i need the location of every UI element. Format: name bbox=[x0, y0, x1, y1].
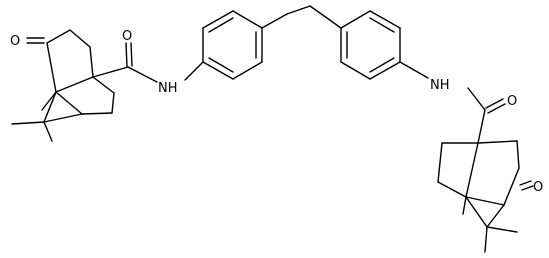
bond bbox=[465, 142, 479, 198]
methylene-bridge bbox=[261, 5, 342, 29]
bond bbox=[43, 113, 83, 123]
oxygen-label: O bbox=[10, 34, 20, 49]
bond bbox=[46, 42, 57, 93]
oxygen-label: O bbox=[507, 94, 517, 109]
bond bbox=[309, 5, 342, 29]
bond bbox=[369, 10, 401, 29]
bond bbox=[111, 92, 115, 114]
bond bbox=[485, 98, 504, 109]
bond bbox=[437, 181, 467, 198]
bond bbox=[437, 142, 443, 183]
bond bbox=[369, 57, 395, 73]
bond bbox=[55, 91, 83, 115]
bond bbox=[486, 204, 505, 228]
bond bbox=[399, 61, 429, 79]
bond bbox=[369, 17, 395, 33]
bond bbox=[516, 140, 520, 169]
right-amide-group: NH O bbox=[430, 78, 517, 144]
bond bbox=[184, 61, 204, 81]
bond bbox=[232, 10, 263, 29]
bond bbox=[89, 46, 94, 78]
bond bbox=[477, 140, 518, 144]
bond bbox=[484, 226, 488, 253]
nitrogen-label: NH bbox=[430, 78, 450, 93]
nitrogen-label: NH bbox=[158, 81, 178, 96]
bond bbox=[232, 61, 263, 80]
bond bbox=[11, 121, 45, 125]
left-amide-group: O NH bbox=[92, 29, 178, 96]
bond bbox=[340, 10, 371, 29]
left-benzene-ring bbox=[184, 10, 263, 81]
bond bbox=[477, 109, 486, 144]
left-bicyclic-unit: O bbox=[10, 29, 115, 142]
bond bbox=[208, 17, 234, 33]
bond bbox=[208, 57, 234, 73]
bond bbox=[521, 185, 534, 191]
bond bbox=[486, 226, 518, 233]
bond bbox=[503, 167, 520, 206]
bond bbox=[92, 76, 115, 94]
bond bbox=[462, 196, 467, 215]
bond bbox=[69, 29, 91, 48]
bond bbox=[487, 103, 506, 114]
bond bbox=[127, 66, 158, 83]
bond bbox=[467, 87, 486, 111]
bond bbox=[340, 61, 371, 80]
bond bbox=[43, 121, 53, 142]
bond bbox=[55, 76, 94, 93]
bond bbox=[125, 42, 128, 68]
oxygen-label: O bbox=[122, 29, 132, 44]
bond bbox=[130, 42, 133, 67]
bond bbox=[519, 180, 532, 186]
right-bicyclic-unit: O bbox=[437, 140, 543, 253]
bond bbox=[43, 91, 57, 123]
bond bbox=[81, 112, 113, 115]
bond bbox=[465, 196, 505, 206]
bond bbox=[369, 61, 401, 80]
oxygen-label: O bbox=[533, 180, 543, 195]
bond bbox=[41, 91, 57, 111]
bond bbox=[465, 196, 488, 228]
bond bbox=[92, 66, 129, 78]
bond bbox=[286, 5, 311, 15]
bond bbox=[202, 10, 234, 29]
bond bbox=[46, 29, 71, 44]
bond bbox=[202, 61, 234, 80]
bond bbox=[261, 13, 288, 29]
right-benzene-ring bbox=[340, 10, 429, 80]
